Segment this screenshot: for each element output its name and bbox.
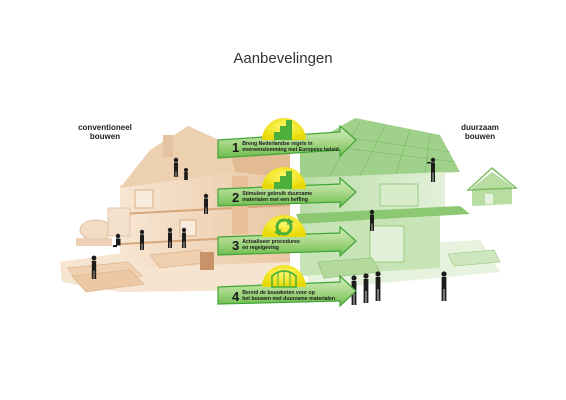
step-1: 1 Breng Nederlandse regels in overeenste… — [232, 141, 339, 154]
arrow-step-3 — [217, 225, 357, 258]
arrow-step-2 — [217, 176, 357, 209]
worker-silhouette — [139, 229, 145, 250]
label-sustainable: duurzaam bouwen — [435, 123, 525, 141]
mixer-base — [76, 238, 112, 246]
step-2: 2 Stimuleer gebruik duurzame materialen … — [232, 191, 312, 204]
step-text: Bereid de bouwketen voor op het bouwen m… — [242, 290, 336, 303]
worker-silhouette — [363, 273, 369, 303]
worker-silhouette — [181, 227, 187, 248]
worker-silhouette — [167, 227, 173, 248]
step-number: 2 — [232, 190, 240, 205]
stairs-chart-icon — [262, 167, 306, 189]
label-conventional: conventioneel bouwen — [60, 123, 150, 141]
worker-silhouette — [441, 271, 447, 301]
ground-floor-glass — [369, 225, 405, 263]
step-number: 4 — [232, 289, 240, 304]
greenhouse-icon — [262, 265, 306, 288]
step-number: 3 — [232, 238, 240, 253]
arrow-step-4 — [217, 274, 357, 308]
chimney — [163, 135, 173, 157]
small-house-door — [485, 194, 493, 204]
cement-mixer — [79, 219, 113, 241]
step-text: Stimuleer gebruik duurzame materialen me… — [242, 191, 312, 204]
barrel — [200, 252, 214, 270]
conventional-roof — [120, 126, 235, 188]
timber-stack — [447, 249, 501, 267]
worker-silhouette — [113, 233, 121, 247]
label-sustainable-text: duurzaam bouwen — [461, 123, 499, 141]
worker-silhouette — [369, 209, 375, 231]
stairs-chart-icon — [262, 118, 306, 140]
material-stack — [71, 269, 145, 293]
worker-silhouette — [351, 275, 357, 305]
timber-stack — [317, 257, 381, 279]
step-text: Actualiseer procedures en regelgeving — [242, 239, 300, 252]
worker-silhouette — [173, 157, 179, 177]
floor-slab — [296, 206, 470, 224]
small-house-roof — [465, 167, 518, 191]
worker-silhouette — [427, 157, 436, 182]
window-opening — [134, 189, 154, 209]
arrow-step-1 — [217, 124, 357, 159]
page-title: Aanbevelingen — [233, 50, 333, 67]
step-number: 1 — [232, 140, 240, 155]
glass-facade — [379, 183, 419, 207]
label-conventional-text: conventioneel bouwen — [78, 123, 132, 141]
worker-silhouette — [184, 168, 188, 180]
step-3: 3 Actualiseer procedures en regelgeving — [232, 239, 300, 252]
brick-pallet — [107, 207, 131, 237]
worker-silhouette — [91, 255, 97, 279]
worker-silhouette — [203, 193, 209, 214]
worker-silhouettes — [91, 157, 447, 305]
step-4: 4 Bereid de bouwketen voor op het bouwen… — [232, 290, 335, 303]
worker-silhouette — [375, 271, 381, 301]
recycle-arrows-icon — [262, 215, 306, 237]
step-text: Breng Nederlandse regels in overeenstemm… — [242, 141, 339, 154]
